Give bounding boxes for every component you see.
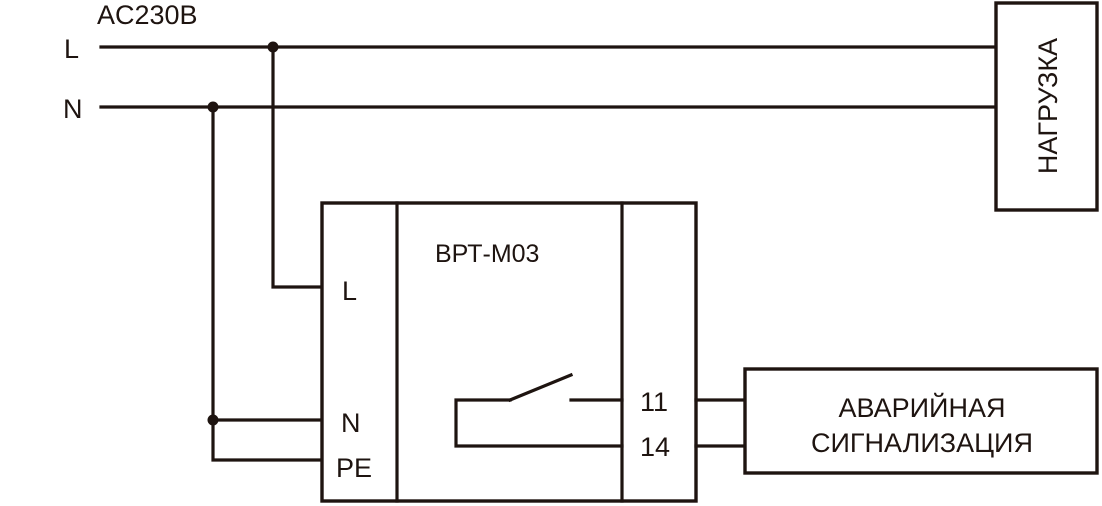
terminal-n-label: N bbox=[341, 408, 361, 438]
neutral-line-label: N bbox=[63, 94, 83, 124]
neutral-branch-dot bbox=[207, 414, 219, 426]
neutral-junction-dot bbox=[207, 101, 219, 113]
load-box bbox=[994, 1, 1099, 212]
neutral-pe-feed-wire bbox=[211, 105, 324, 462]
alarm-label-line1: АВАРИЙНАЯ bbox=[839, 392, 1006, 423]
device-body bbox=[320, 201, 698, 503]
relay-contact-symbol bbox=[454, 372, 624, 448]
contact-loop-wire bbox=[454, 398, 624, 448]
alarm-label-line2: СИГНАЛИЗАЦИЯ bbox=[811, 428, 1033, 458]
alarm-box bbox=[743, 367, 1099, 475]
supply-voltage-label: AC230B bbox=[97, 0, 198, 30]
device-model-label: ВРТ-М03 bbox=[435, 240, 539, 268]
terminal-l-label: L bbox=[342, 276, 357, 306]
contact-switch-blade bbox=[507, 372, 574, 403]
phase-feed-wire bbox=[271, 45, 324, 289]
phase-line-label: L bbox=[64, 34, 79, 64]
phase-junction-dot bbox=[267, 41, 279, 53]
terminal-pe-label: PE bbox=[336, 453, 372, 483]
terminal-11-label: 11 bbox=[640, 387, 668, 417]
load-label: НАГРУЗКА bbox=[1033, 38, 1063, 174]
terminal-14-label: 14 bbox=[640, 432, 670, 462]
